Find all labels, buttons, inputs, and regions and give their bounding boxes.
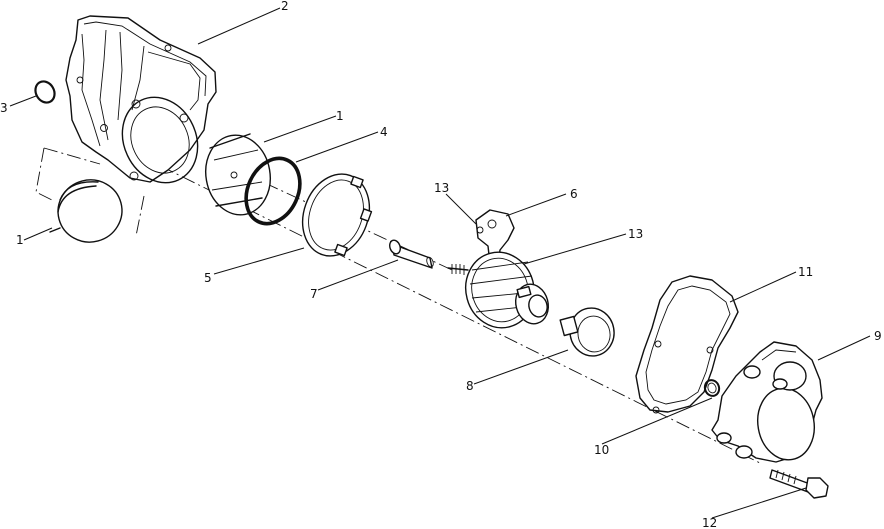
callout-10: 10 — [594, 443, 609, 457]
callout-4: 4 — [380, 125, 388, 139]
lever-arm-part — [475, 209, 515, 265]
bushing-ring-part — [301, 173, 373, 257]
callout-3: 3 — [0, 101, 8, 115]
plug-disc-part — [559, 307, 615, 357]
cap-part-lower — [35, 147, 145, 243]
callout-1a: 1 — [16, 233, 24, 247]
callout-5: 5 — [204, 271, 212, 285]
callout-7: 7 — [310, 287, 318, 301]
callout-2: 2 — [281, 0, 289, 13]
callout-6: 6 — [570, 187, 578, 201]
gasket-part — [635, 275, 739, 414]
bolt-part — [769, 469, 829, 499]
callout-1b: 1 — [336, 109, 344, 123]
housing-part — [65, 15, 217, 184]
callout-9: 9 — [874, 329, 882, 343]
o-ring-small-part — [34, 80, 56, 104]
piston-part — [205, 133, 271, 216]
cover-part — [711, 341, 823, 463]
leader-lines — [9, 7, 871, 519]
o-ring-large-part — [244, 156, 302, 226]
gear-shaft-part — [447, 251, 549, 329]
callout-11: 11 — [798, 265, 813, 279]
callout-13b: 13 — [628, 227, 643, 241]
callout-8: 8 — [466, 379, 474, 393]
callout-12: 12 — [702, 516, 717, 529]
callout-13a: 13 — [434, 181, 449, 195]
pin-part — [389, 239, 434, 269]
small-ring-part — [703, 379, 721, 397]
